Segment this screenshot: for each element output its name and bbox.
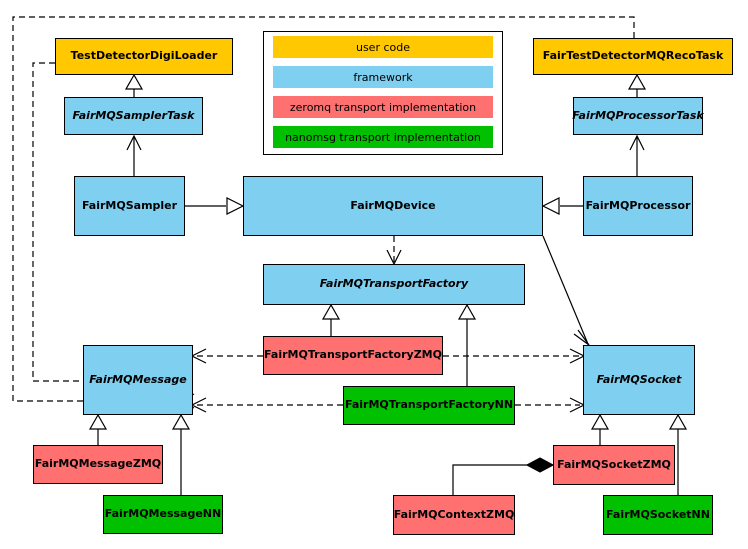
edge-generalization-tfzmq-tf — [321, 303, 341, 336]
edge-association-sampler-samplertask — [126, 134, 142, 176]
edge-dependency-device-transportfactory — [386, 236, 402, 266]
class-label-fairmqtransportfactory: FairMQTransportFactory — [319, 277, 469, 291]
class-node-fairmqtransportfactorynn[interactable]: FairMQTransportFactoryNN — [343, 386, 515, 425]
class-label-fairmqsocket: FairMQSocket — [596, 372, 682, 386]
class-label-fairmqsocketzmq: FairMQSocketZMQ — [557, 457, 671, 471]
edge-generalization-messagezmq-message — [88, 413, 108, 445]
legend-label-user-code: user code — [355, 40, 411, 54]
edge-dependency-tfzmq-message — [190, 348, 263, 364]
class-label-fairmqsamplertask: FairMQSamplerTask — [72, 108, 195, 122]
edge-composition-contextzmq-socketzmq — [452, 457, 555, 495]
class-label-fairmqmessagezmq: FairMQMessageZMQ — [34, 457, 162, 471]
class-label-fairtestdetectormqrecotask: FairTestDetectorMQRecoTask — [542, 49, 724, 63]
class-node-fairmqsampler[interactable]: FairMQSampler — [74, 176, 185, 236]
class-label-fairmqprocessortask: FairMQProcessorTask — [572, 108, 704, 122]
class-node-fairmqtransportfactoryzmq[interactable]: FairMQTransportFactoryZMQ — [263, 336, 443, 375]
class-label-fairmqmessagenn: FairMQMessageNN — [104, 507, 222, 521]
edge-dependency-tfzmq-socket — [443, 348, 586, 364]
class-node-fairmqsocketzmq[interactable]: FairMQSocketZMQ — [553, 445, 675, 485]
legend-label-nanomsg: nanomsg transport implementation — [285, 130, 481, 144]
edge-generalization-tfnn-tf — [457, 303, 477, 386]
class-node-fairtestdetectormqrecotask[interactable]: FairTestDetectorMQRecoTask — [533, 38, 733, 75]
class-node-fairmqsamplertask[interactable]: FairMQSamplerTask — [64, 97, 203, 135]
class-label-fairmqsampler: FairMQSampler — [81, 198, 178, 212]
edge-dependency-tfnn-message — [190, 397, 343, 413]
edge-dependency-tfnn-socket — [515, 397, 586, 413]
edge-generalization-messagenn-message — [171, 413, 191, 495]
class-node-fairmqsocketnn[interactable]: FairMQSocketNN — [603, 495, 713, 535]
class-node-fairmqtransportfactory[interactable]: FairMQTransportFactory — [263, 264, 525, 305]
class-node-fairmqmessagezmq[interactable]: FairMQMessageZMQ — [33, 445, 163, 484]
legend-label-framework: framework — [353, 70, 413, 84]
class-node-fairmqsocket[interactable]: FairMQSocket — [583, 345, 695, 415]
edge-association-device-socket — [542, 235, 590, 346]
class-node-fairmqdevice[interactable]: FairMQDevice — [243, 176, 543, 236]
class-label-fairmqmessage: FairMQMessage — [89, 372, 187, 386]
class-label-fairmqsocketnn: FairMQSocketNN — [606, 507, 710, 521]
class-label-fairmqprocessor: FairMQProcessor — [585, 198, 691, 212]
class-node-testdetectordigiloader[interactable]: TestDetectorDigiLoader — [55, 38, 233, 75]
legend-item-nanomsg: nanomsg transport implementation — [273, 126, 493, 148]
legend-item-zeromq: zeromq transport implementation — [273, 96, 493, 118]
class-label-fairmqtransportfactoryzmq: FairMQTransportFactoryZMQ — [264, 348, 442, 362]
class-label-fairmqcontextzmq: FairMQContextZMQ — [393, 507, 515, 521]
legend-item-framework: framework — [273, 66, 493, 88]
class-node-fairmqmessage[interactable]: FairMQMessage — [83, 345, 193, 415]
class-node-fairmqprocessor[interactable]: FairMQProcessor — [583, 176, 693, 236]
edge-generalization-processor-device — [541, 197, 583, 215]
class-label-fairmqtransportfactorynn: FairMQTransportFactoryNN — [344, 398, 514, 412]
edge-association-processor-processortask — [629, 134, 645, 176]
class-node-fairmqcontextzmq[interactable]: FairMQContextZMQ — [393, 495, 515, 535]
edge-generalization-samplertask-digiloader — [124, 73, 144, 97]
class-node-fairmqprocessortask[interactable]: FairMQProcessorTask — [572, 97, 704, 135]
edge-generalization-sampler-device — [185, 197, 245, 215]
class-node-fairmqmessagenn[interactable]: FairMQMessageNN — [103, 495, 223, 534]
legend-item-user-code: user code — [273, 36, 493, 58]
legend-label-zeromq: zeromq transport implementation — [289, 100, 477, 114]
class-label-testdetectordigiloader: TestDetectorDigiLoader — [70, 49, 218, 63]
edge-generalization-socketzmq-socket — [590, 413, 610, 445]
class-label-fairmqdevice: FairMQDevice — [350, 198, 436, 212]
edge-generalization-processortask-recotask — [627, 73, 647, 97]
